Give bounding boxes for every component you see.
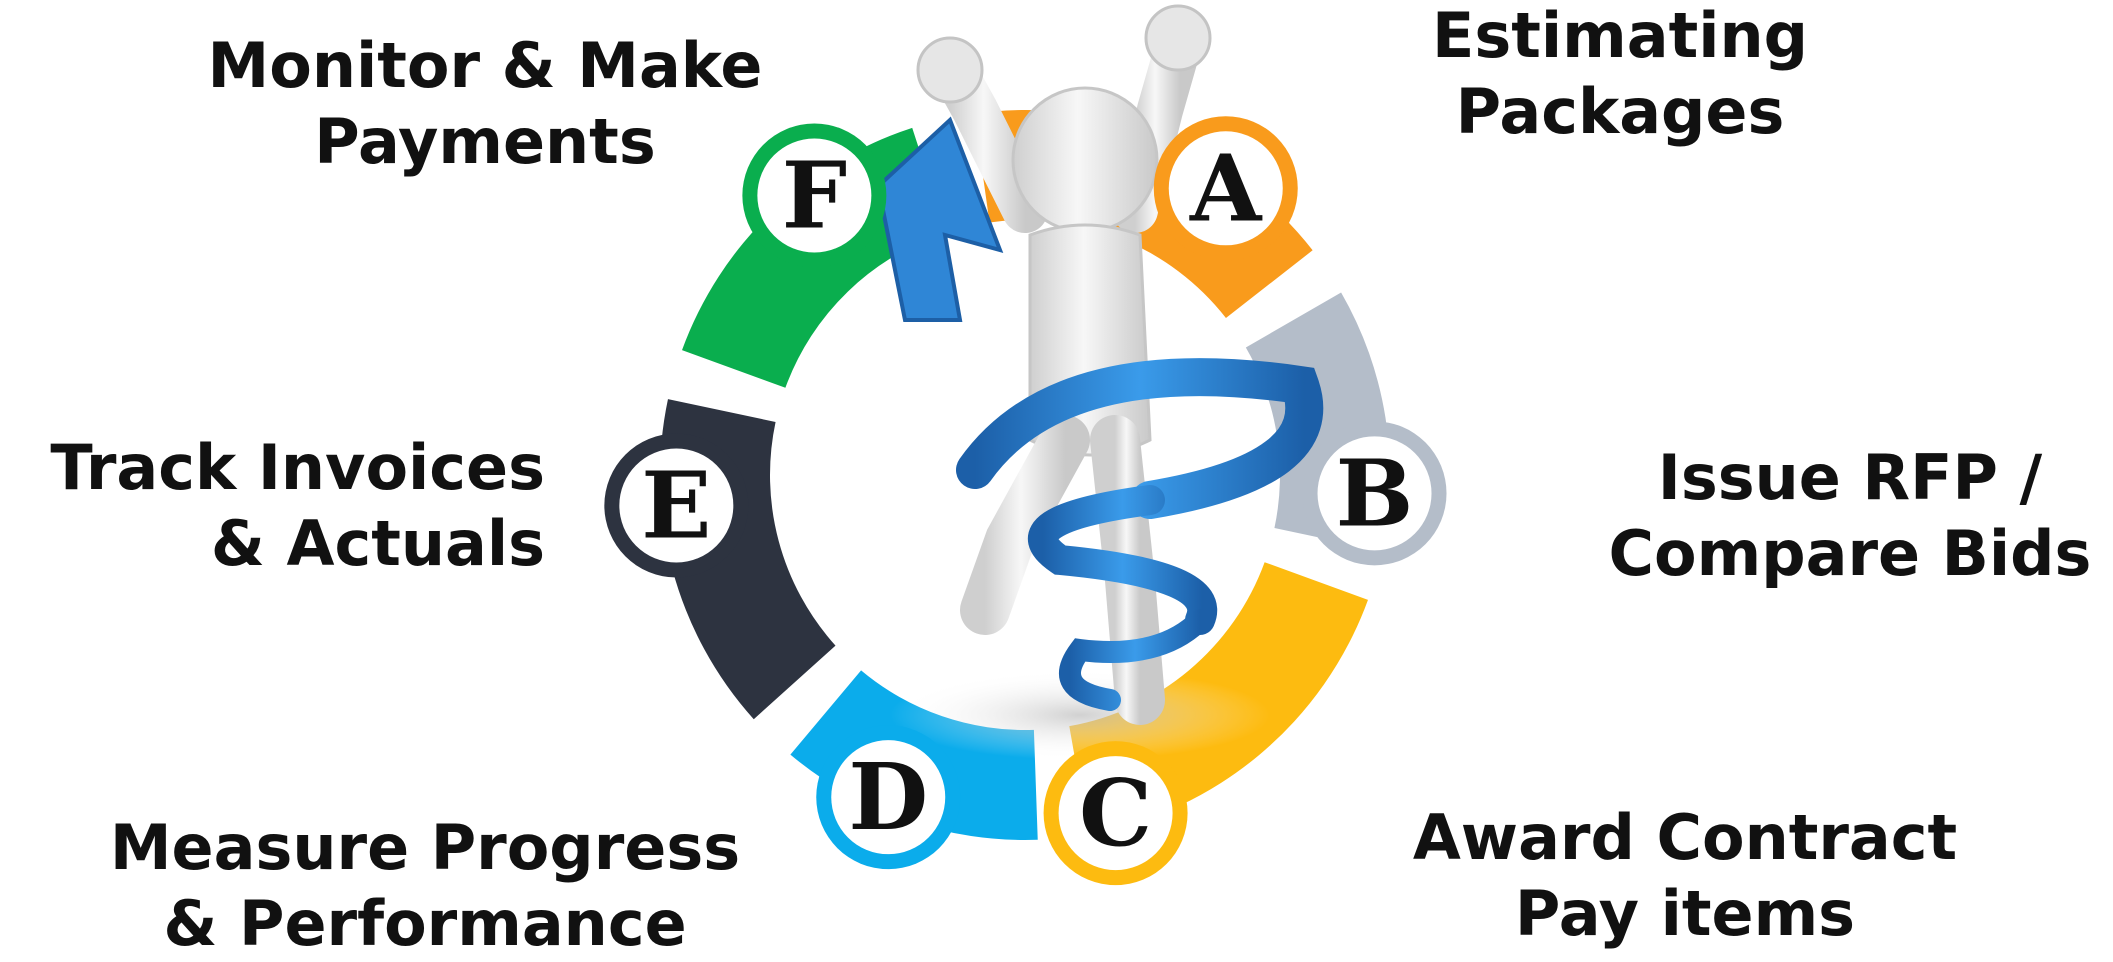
badge-letter-b: B <box>1336 439 1414 547</box>
step-a-caption: Estimating Packages <box>1425 0 1815 150</box>
badge-d: D <box>816 725 961 870</box>
step-b-line1: Issue RFP / <box>1657 441 2043 514</box>
badge-letter-d: D <box>848 743 928 851</box>
step-e-caption: Track Invoices & Actuals <box>10 430 545 582</box>
badge-letter-f: F <box>782 141 847 249</box>
step-f-line1: Monitor & Make <box>207 29 763 102</box>
step-badges: A B C D E F <box>604 116 1447 886</box>
step-b-line2: Compare Bids <box>1608 517 2092 590</box>
step-e-line2: & Actuals <box>210 507 545 580</box>
badge-a: A <box>1153 116 1298 261</box>
badge-f: F <box>742 123 887 268</box>
badge-e: E <box>604 433 749 578</box>
step-f-caption: Monitor & Make Payments <box>200 28 770 180</box>
step-f-line2: Payments <box>314 105 656 178</box>
step-a-line1: Estimating <box>1432 0 1808 72</box>
badge-letter-c: C <box>1079 759 1152 867</box>
step-d-caption: Measure Progress & Performance <box>100 810 750 962</box>
step-a-line2: Packages <box>1455 75 1785 148</box>
badge-c: C <box>1043 741 1188 886</box>
badge-letter-e: E <box>641 452 711 560</box>
celebrating-person-icon <box>818 4 1324 760</box>
step-c-line2: Pay items <box>1514 877 1856 950</box>
step-c-caption: Award Contract Pay items <box>1395 800 1975 952</box>
step-e-line1: Track Invoices <box>50 431 545 504</box>
badge-letter-a: A <box>1189 134 1263 242</box>
step-c-line1: Award Contract <box>1412 801 1958 874</box>
step-d-line1: Measure Progress <box>109 811 741 884</box>
step-b-caption: Issue RFP / Compare Bids <box>1600 440 2100 592</box>
step-d-line2: & Performance <box>163 887 687 960</box>
badge-b: B <box>1302 421 1447 566</box>
